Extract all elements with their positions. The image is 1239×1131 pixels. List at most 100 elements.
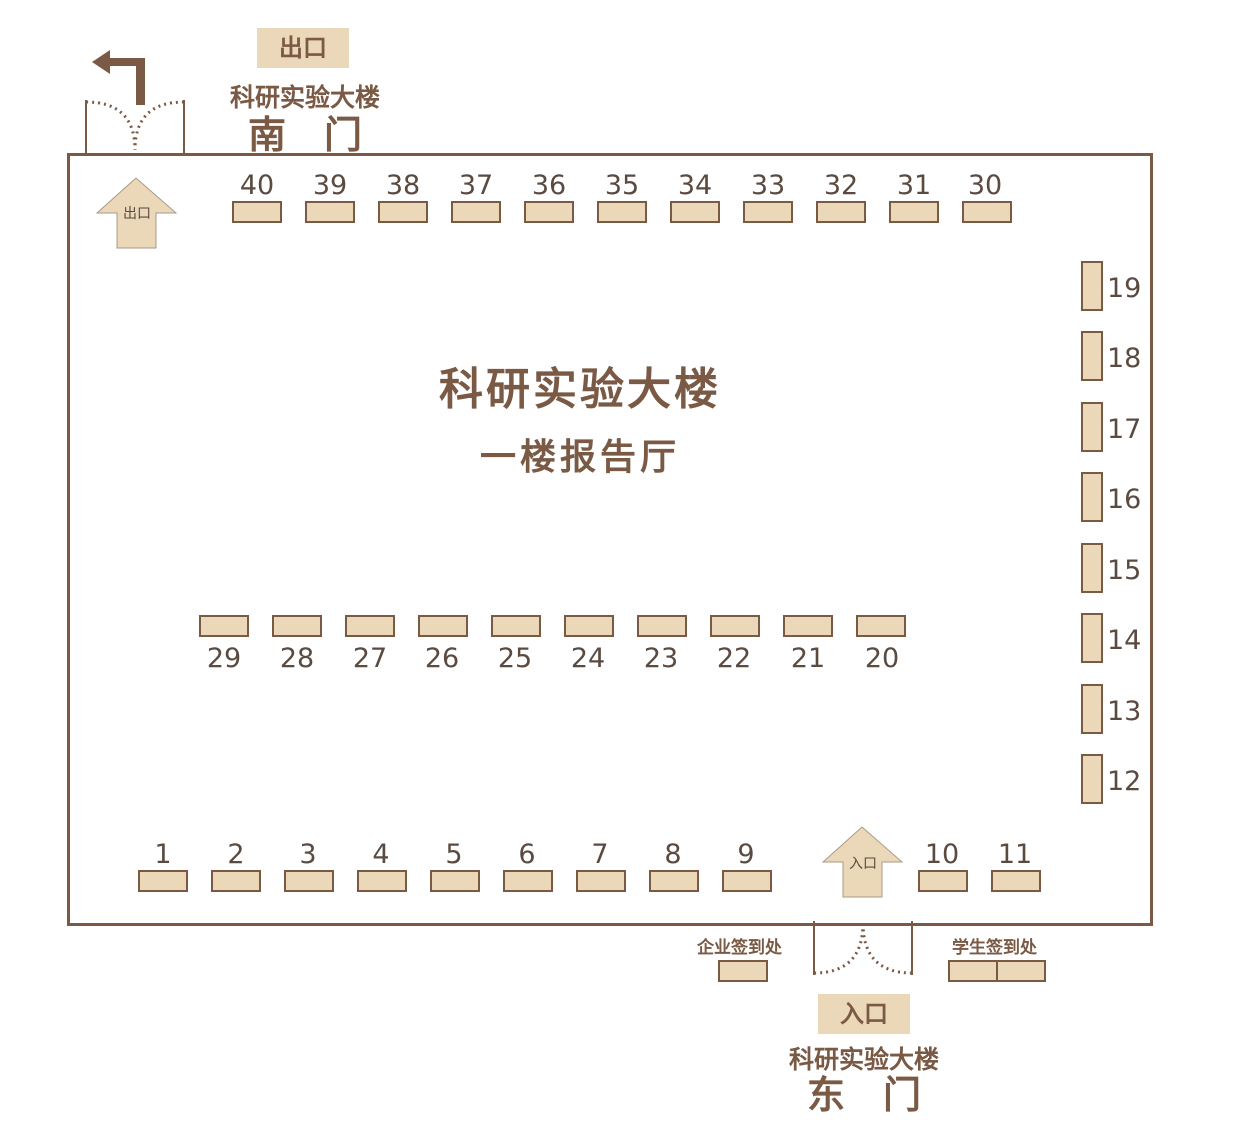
booth-number: 36 xyxy=(531,170,567,201)
booth-number: 30 xyxy=(967,170,1003,201)
booth-number: 32 xyxy=(823,170,859,201)
booth-number: 22 xyxy=(716,643,752,674)
booth-10[interactable] xyxy=(918,870,968,892)
booth-number: 38 xyxy=(385,170,421,201)
student-signin-desk-2[interactable] xyxy=(996,960,1046,982)
booth-28[interactable] xyxy=(272,615,322,637)
south-gate-label: 南 门 xyxy=(247,113,362,157)
exit-turn-arrow-icon xyxy=(92,50,145,105)
booth-number: 17 xyxy=(1107,414,1142,445)
booth-13[interactable] xyxy=(1081,684,1103,734)
booth-number: 14 xyxy=(1107,625,1142,656)
booth-number: 23 xyxy=(643,643,679,674)
booth-number: 29 xyxy=(206,643,242,674)
hall-subtitle: 一楼报告厅 xyxy=(479,437,680,478)
booth-number: 31 xyxy=(896,170,932,201)
booth-33[interactable] xyxy=(743,201,793,223)
inner-exit-label: 出口 xyxy=(123,206,151,222)
booth-2[interactable] xyxy=(211,870,261,892)
booth-35[interactable] xyxy=(597,201,647,223)
south-exit-tag: 出口 xyxy=(257,28,349,68)
booth-9[interactable] xyxy=(722,870,772,892)
student-signin-label: 学生签到处 xyxy=(952,938,1037,958)
booth-19[interactable] xyxy=(1081,261,1103,311)
south-door xyxy=(85,50,185,153)
booth-31[interactable] xyxy=(889,201,939,223)
booth-number: 7 xyxy=(591,839,609,870)
booth-number: 6 xyxy=(518,839,536,870)
booth-4[interactable] xyxy=(357,870,407,892)
booth-number: 16 xyxy=(1107,484,1142,515)
booth-number: 28 xyxy=(279,643,315,674)
booth-38[interactable] xyxy=(378,201,428,223)
booth-37[interactable] xyxy=(451,201,501,223)
south-gate-building-label: 科研实验大楼 xyxy=(229,83,380,112)
booth-number: 24 xyxy=(570,643,606,674)
booth-7[interactable] xyxy=(576,870,626,892)
inner-entrance-label: 入口 xyxy=(849,856,877,872)
booth-number: 5 xyxy=(445,839,463,870)
booth-16[interactable] xyxy=(1081,472,1103,522)
booth-number: 35 xyxy=(604,170,640,201)
report-hall-floor xyxy=(67,153,1153,926)
company-signin-label: 企业签到处 xyxy=(697,938,782,958)
booth-number: 1 xyxy=(154,839,172,870)
booth-22[interactable] xyxy=(710,615,760,637)
booth-18[interactable] xyxy=(1081,331,1103,381)
booth-20[interactable] xyxy=(856,615,906,637)
booth-36[interactable] xyxy=(524,201,574,223)
booth-number: 37 xyxy=(458,170,494,201)
booth-29[interactable] xyxy=(199,615,249,637)
booth-40[interactable] xyxy=(232,201,282,223)
booth-number: 9 xyxy=(737,839,755,870)
company-signin-desk[interactable] xyxy=(718,960,768,982)
booth-number: 2 xyxy=(227,839,245,870)
booth-25[interactable] xyxy=(491,615,541,637)
booth-11[interactable] xyxy=(991,870,1041,892)
booth-5[interactable] xyxy=(430,870,480,892)
booth-12[interactable] xyxy=(1081,754,1103,804)
booth-number: 4 xyxy=(372,839,390,870)
booth-32[interactable] xyxy=(816,201,866,223)
booth-8[interactable] xyxy=(649,870,699,892)
booth-number: 25 xyxy=(497,643,533,674)
booth-number: 34 xyxy=(677,170,713,201)
booth-26[interactable] xyxy=(418,615,468,637)
booth-number: 19 xyxy=(1107,273,1142,304)
entrance-up-arrow-icon xyxy=(822,826,904,898)
booth-23[interactable] xyxy=(637,615,687,637)
booth-number: 12 xyxy=(1107,766,1142,797)
booth-number: 21 xyxy=(790,643,826,674)
booth-number: 20 xyxy=(864,643,900,674)
booth-number: 33 xyxy=(750,170,786,201)
booth-1[interactable] xyxy=(138,870,188,892)
exit-up-arrow-icon xyxy=(96,177,178,249)
booth-number: 10 xyxy=(924,839,960,870)
booth-15[interactable] xyxy=(1081,543,1103,593)
booth-39[interactable] xyxy=(305,201,355,223)
booth-21[interactable] xyxy=(783,615,833,637)
booth-number: 8 xyxy=(664,839,682,870)
booth-30[interactable] xyxy=(962,201,1012,223)
booth-number: 18 xyxy=(1107,343,1142,374)
booth-number: 40 xyxy=(239,170,275,201)
booth-27[interactable] xyxy=(345,615,395,637)
booth-6[interactable] xyxy=(503,870,553,892)
hall-title: 科研实验大楼 xyxy=(439,364,721,415)
booth-number: 15 xyxy=(1107,555,1142,586)
booth-number: 3 xyxy=(299,839,317,870)
student-signin-desk-1[interactable] xyxy=(948,960,998,982)
east-gate-building-label: 科研实验大楼 xyxy=(788,1045,939,1074)
booth-17[interactable] xyxy=(1081,402,1103,452)
booth-34[interactable] xyxy=(670,201,720,223)
booth-number: 13 xyxy=(1107,696,1142,727)
booth-number: 26 xyxy=(424,643,460,674)
booth-number: 27 xyxy=(352,643,388,674)
booth-number: 11 xyxy=(997,839,1033,870)
booth-number: 39 xyxy=(312,170,348,201)
booth-14[interactable] xyxy=(1081,613,1103,663)
east-gate-label: 东 门 xyxy=(806,1073,921,1117)
booth-24[interactable] xyxy=(564,615,614,637)
east-entrance-tag: 入口 xyxy=(818,994,910,1034)
booth-3[interactable] xyxy=(284,870,334,892)
